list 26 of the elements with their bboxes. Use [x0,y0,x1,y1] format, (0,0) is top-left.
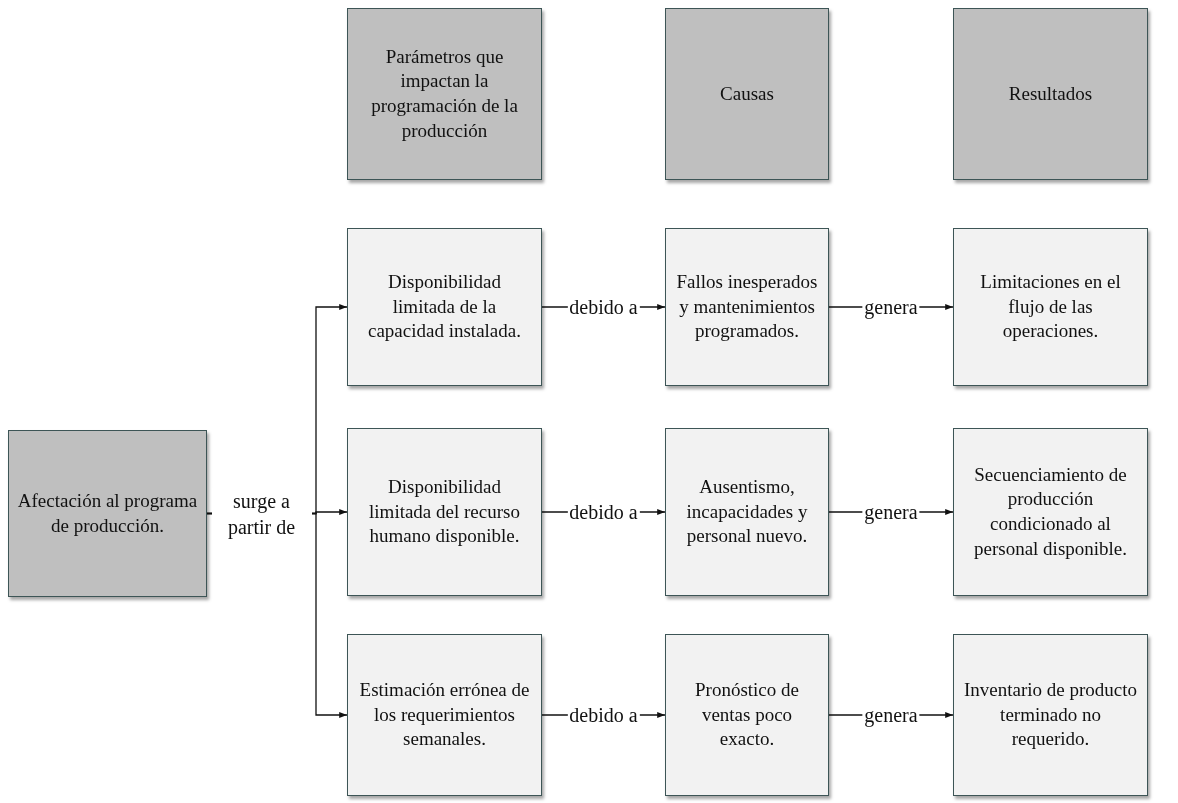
box-text: Resultados [1008,81,1093,106]
box-text: Causas [720,81,774,106]
box-text: Disponibilidad limitada de la capacidad instalada. [367,269,522,344]
process-box [953,634,1148,796]
box-text: Estimación errónea de los requerimientos semanales. [358,677,531,752]
box-text: Parámetros que impactan la programación de la producción [370,44,519,143]
header-box [953,8,1148,180]
process-box [953,428,1148,596]
box-text: Afectación al programa de producción. [17,488,198,538]
box-text: Pronóstico de ventas poco exacto. [694,677,800,752]
box-text: Inventario de producto terminado no requerido. [962,677,1139,752]
box-text: Disponibilidad limitada del recurso humano disponible. [368,474,521,549]
process-box [665,428,829,596]
header-box [665,8,829,180]
header-box [8,430,207,597]
box-text: Ausentismo, incapacidades y personal nuevo. [685,474,809,549]
process-box [347,428,542,596]
process-box [347,228,542,386]
process-box [347,634,542,796]
process-box [665,228,829,386]
process-box [665,634,829,796]
process-box [953,228,1148,386]
header-box [347,8,542,180]
box-text: Limitaciones en el flujo de las operaciones. [979,269,1122,344]
box-text: Fallos inesperados y mantenimientos programados. [675,269,819,344]
box-text: Secuenciamiento de producción condicionado al personal disponible. [973,462,1128,561]
